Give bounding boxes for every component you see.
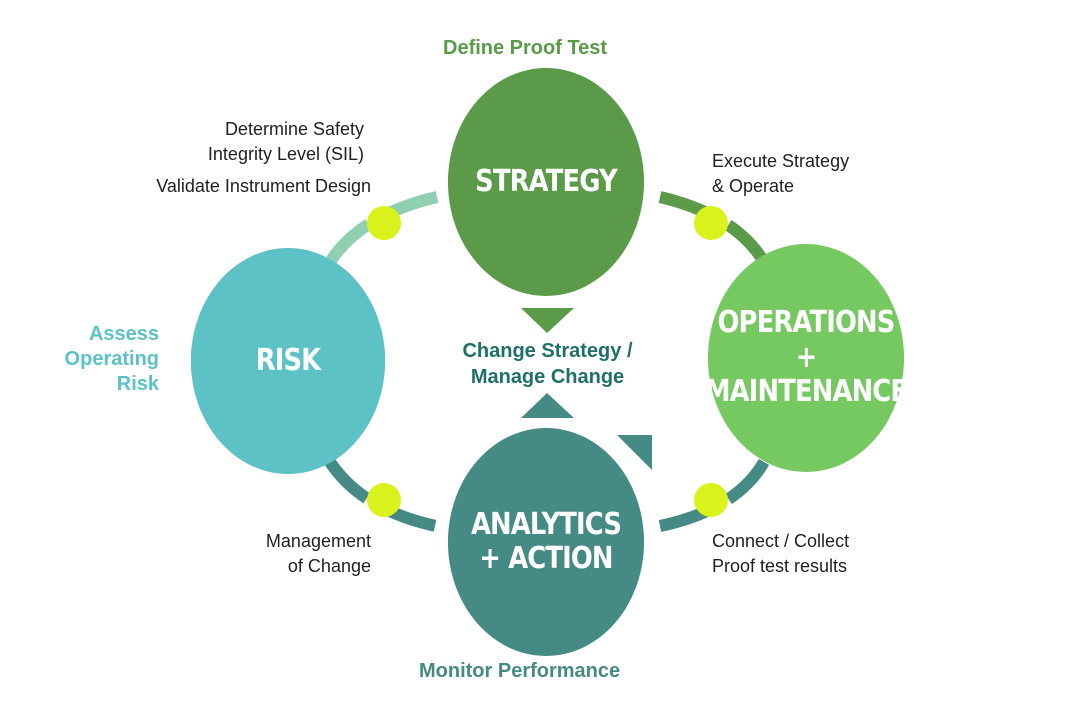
stage-define-proof-test: Define Proof Test (443, 37, 608, 59)
node-top-left (367, 206, 401, 240)
circle-risk-label: RISK (255, 342, 321, 378)
circle-operations-maintenance: OPERATIONS + MAINTENANCE (704, 244, 908, 472)
note-determine-sil: Determine Safety Integrity Level (SIL) (207, 119, 364, 164)
arrow-down-icon (521, 308, 574, 333)
circle-analytics-label: ANALYTICS + ACTION (470, 506, 622, 576)
arrow-corner-icon (617, 435, 652, 470)
connector-strategy-risk (324, 191, 439, 266)
center-change-strategy-label: Change Strategy / Manage Change (462, 340, 633, 388)
connector-analytics-operations (658, 458, 770, 532)
circle-analytics-action: ANALYTICS + ACTION (447, 428, 645, 656)
arrow-up-icon (521, 393, 574, 418)
node-top-right (694, 206, 728, 240)
stage-assess-operating-risk: Assess Operating Risk (64, 323, 159, 395)
circle-operations-label: OPERATIONS + MAINTENANCE (704, 305, 908, 410)
node-bottom-right (694, 483, 728, 517)
note-validate-design: Validate Instrument Design (156, 176, 371, 196)
circle-strategy-label: STRATEGY (475, 163, 618, 199)
note-connect-collect: Connect / Collect Proof test results (712, 531, 850, 576)
circle-strategy: STRATEGY (447, 68, 645, 296)
node-bottom-left (367, 483, 401, 517)
note-management-of-change: Management of Change (265, 531, 371, 576)
stage-monitor-performance: Monitor Performance (419, 660, 621, 682)
connector-strategy-operations (658, 191, 770, 266)
connector-risk-analytics (325, 458, 438, 532)
note-execute-strategy: Execute Strategy & Operate (712, 151, 850, 196)
circle-risk: RISK (190, 248, 386, 474)
